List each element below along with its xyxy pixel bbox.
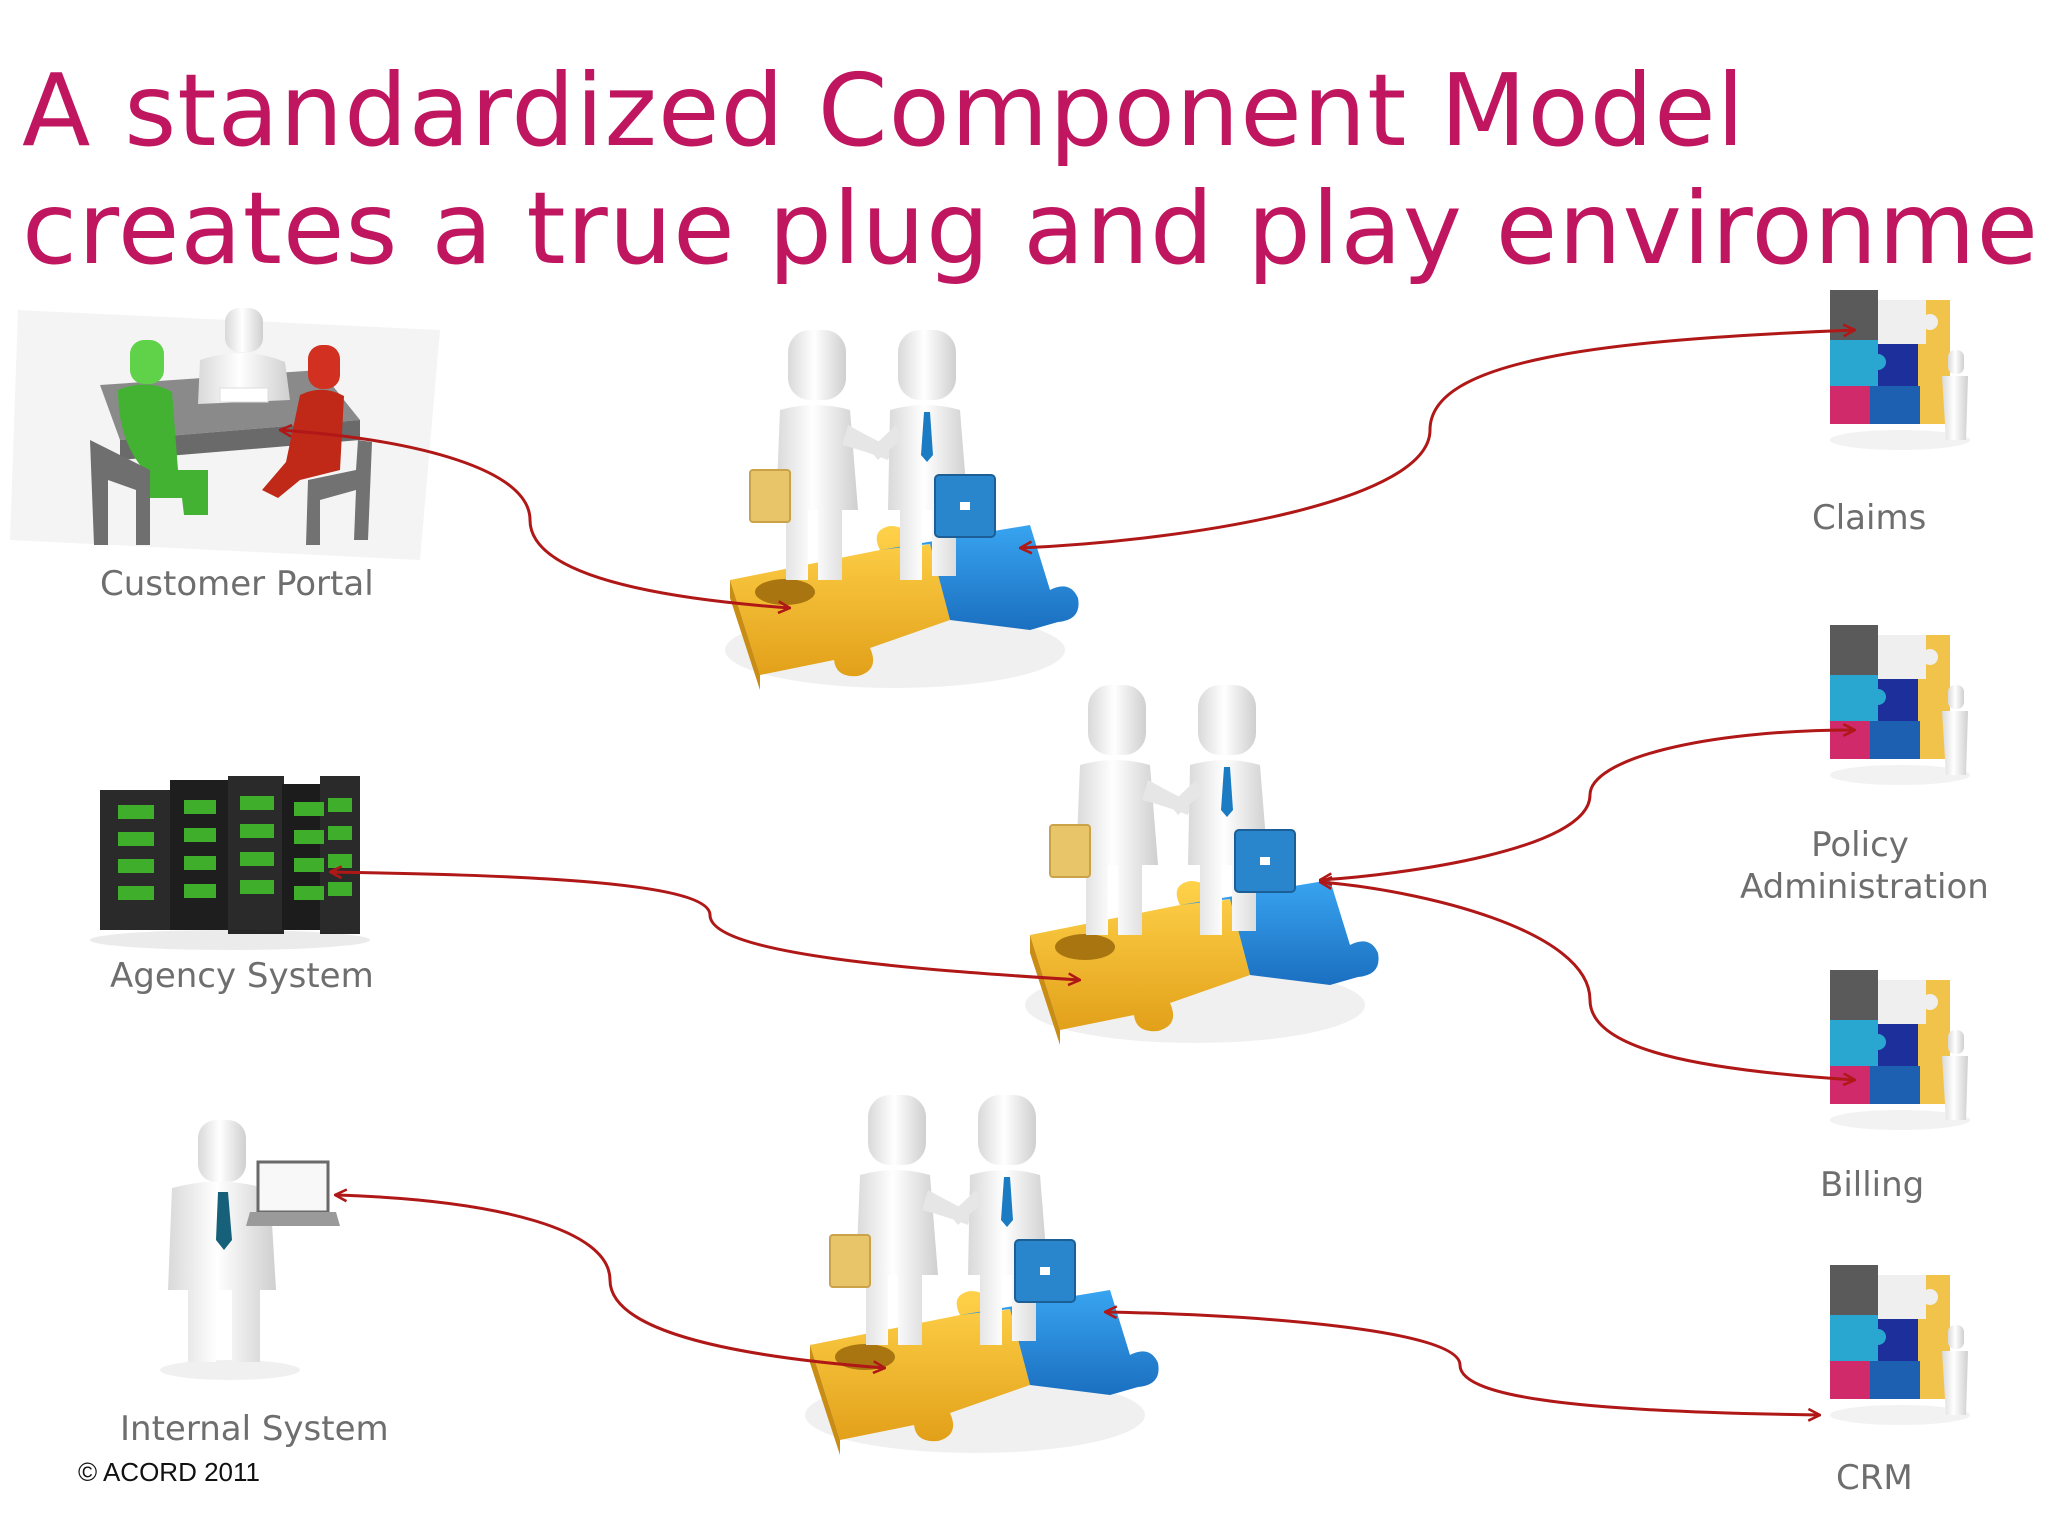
label-policy-administration: Policy Administration [1740, 824, 1989, 908]
slide-title: A standardized Component Model creates a… [22, 52, 2048, 288]
handshake-puzzle-icon [724, 329, 1080, 691]
puzzle-person-icon [1830, 970, 1970, 1130]
person-laptop-icon [160, 1120, 340, 1380]
handshake-puzzle-icon [804, 1094, 1160, 1456]
label-internal-system: Internal System [120, 1409, 389, 1449]
title-line-1: A standardized Component Model [22, 52, 1746, 169]
connector-policy [1320, 730, 1855, 880]
meeting-people-icon [10, 308, 440, 560]
label-customer-portal: Customer Portal [100, 564, 374, 604]
connector-claims [1020, 330, 1855, 548]
label-agency-system: Agency System [110, 956, 374, 996]
connector-lines [280, 330, 1855, 1415]
connector-internal [335, 1195, 885, 1368]
connector-crm [1105, 1312, 1820, 1415]
label-claims: Claims [1812, 498, 1927, 538]
handshake-puzzle-icon [1024, 684, 1380, 1046]
label-crm: CRM [1836, 1458, 1913, 1498]
puzzle-person-icon [1830, 290, 1970, 450]
connector-billing [1320, 882, 1855, 1080]
label-billing: Billing [1820, 1165, 1925, 1205]
puzzle-person-icon [1830, 625, 1970, 785]
server-rack-icon [90, 776, 370, 950]
puzzle-person-icon [1830, 1265, 1970, 1425]
connector-customer-portal [280, 430, 790, 608]
label-policy-line-1: Policy [1811, 825, 1909, 865]
title-line-2: creates a true plug and play environment [22, 170, 2048, 287]
copyright-text: © ACORD 2011 [78, 1457, 260, 1487]
connector-agency [330, 872, 1080, 980]
label-policy-line-2: Administration [1740, 867, 1989, 907]
